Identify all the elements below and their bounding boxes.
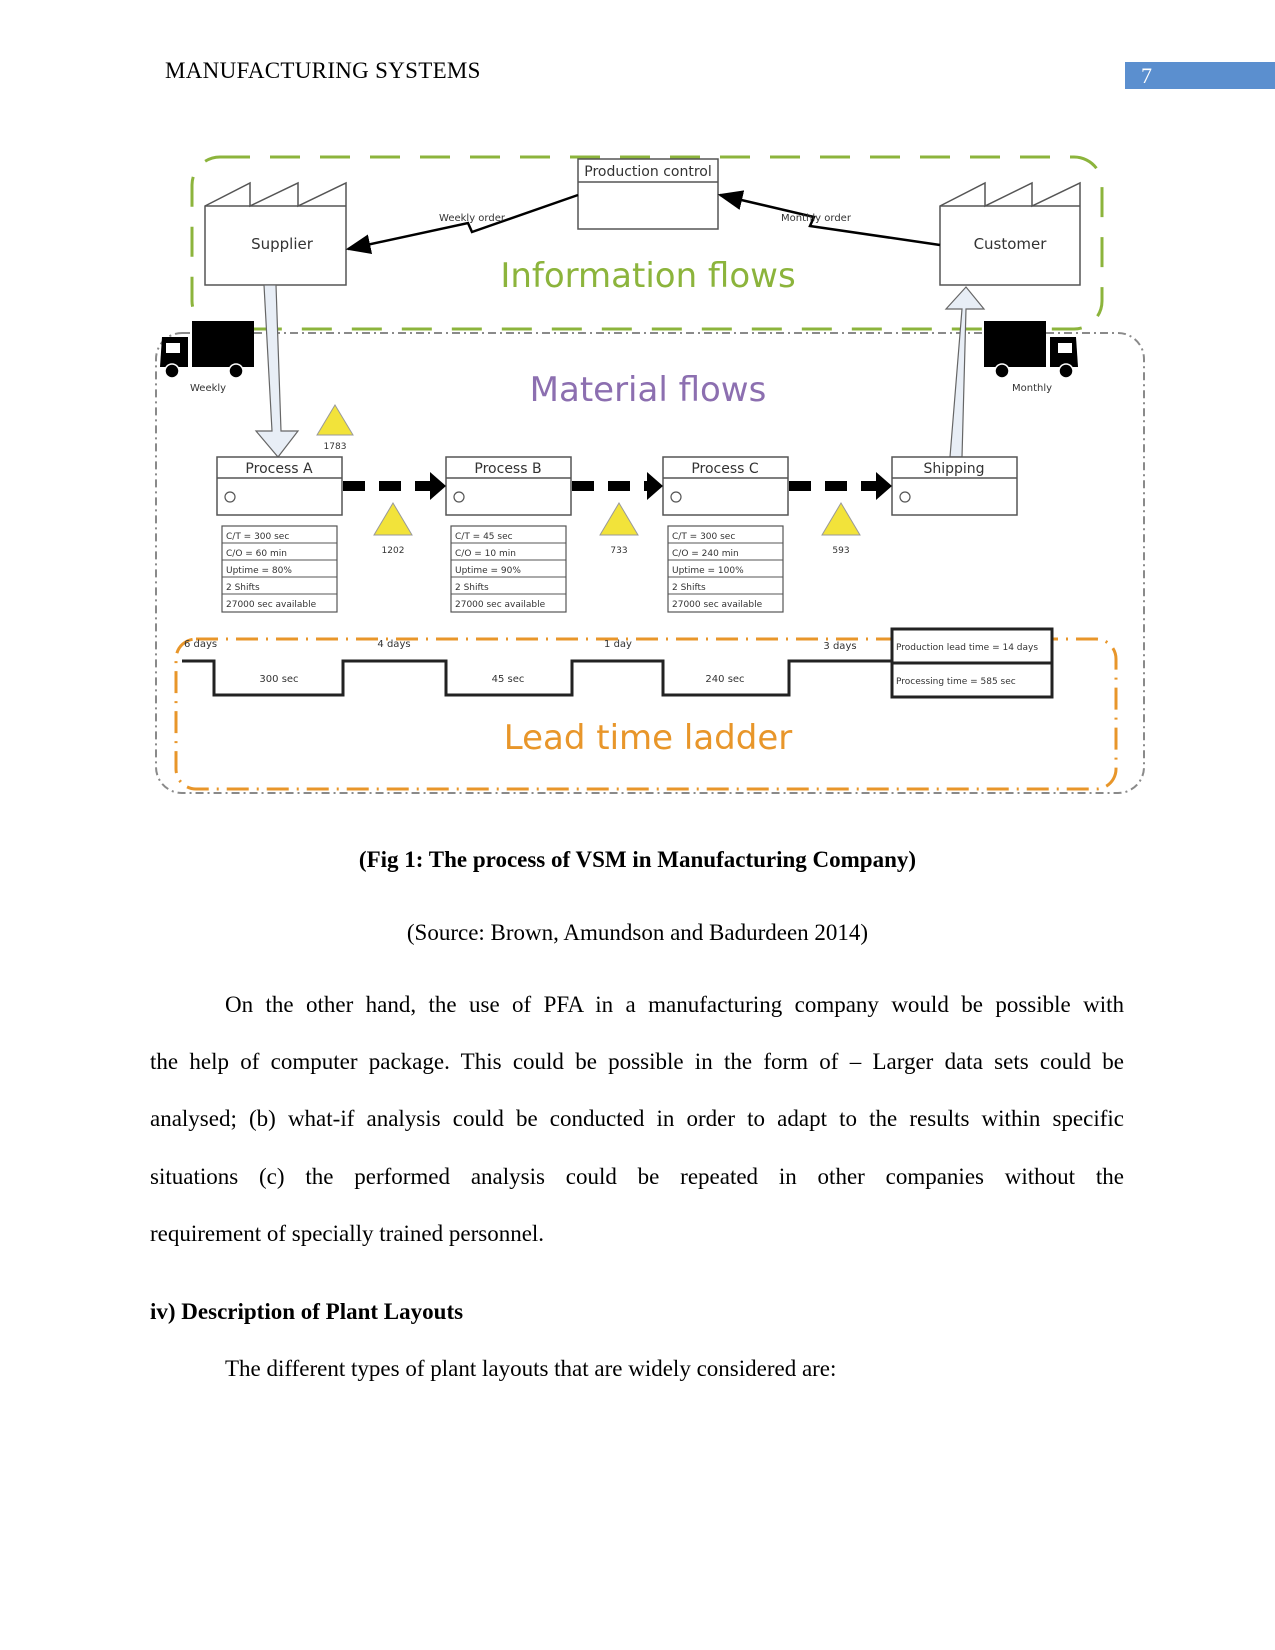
process-a-shifts: 2 Shifts — [226, 583, 260, 593]
inventory-count: 733 — [610, 546, 627, 556]
monthly-order-label: Monthly order — [781, 213, 852, 224]
weekly-order-label: Weekly order — [439, 213, 506, 224]
truck-right-icon — [984, 321, 1078, 379]
process-c-available: 27000 sec available — [672, 600, 763, 610]
inventory-triangle-icon — [316, 404, 354, 436]
process-b-available: 27000 sec available — [455, 600, 546, 610]
inventory-count: 1202 — [382, 546, 405, 556]
process-b-uptime: Uptime = 90% — [455, 566, 521, 576]
supplier-factory-icon — [204, 181, 347, 286]
shipping-to-customer-arrow — [944, 286, 986, 458]
push-arrow — [572, 472, 663, 500]
lead-time-ladder-line — [182, 659, 892, 697]
page-number: 7 — [1141, 63, 1152, 88]
paragraph-line: requirement of specially trained personn… — [150, 1221, 545, 1246]
process-b-box — [445, 456, 572, 516]
figure-source: (Source: Brown, Amundson and Badurdeen 2… — [406, 920, 869, 945]
process-a-data-box — [221, 525, 338, 613]
process-b-label: Process B — [474, 461, 541, 477]
ladder-wait-days: 3 days — [823, 641, 856, 652]
information-flows-title: Information flows — [500, 256, 795, 296]
truck-left-frequency: Weekly — [190, 383, 226, 394]
section-intro: The different types of plant layouts tha… — [225, 1356, 837, 1381]
customer-factory-icon — [939, 181, 1081, 286]
inventory-triangle-icon — [821, 502, 861, 536]
material-flows-boundary — [155, 332, 1145, 794]
ladder-wait-days: 1 day — [604, 639, 632, 650]
process-c-cycle-time: C/T = 300 sec — [672, 532, 735, 542]
ladder-process-time: 300 sec — [259, 674, 298, 685]
process-c-changeover: C/O = 240 min — [672, 549, 739, 559]
customer-label: Customer — [974, 235, 1048, 253]
process-a-available: 27000 sec available — [226, 600, 317, 610]
processing-time-total: Processing time = 585 sec — [896, 677, 1016, 687]
process-b-data-box — [450, 525, 567, 613]
production-control-label: Production control — [584, 164, 711, 180]
paragraph-line: the help of computer package. This could… — [150, 1049, 1124, 1074]
supplier-push-arrow — [254, 284, 300, 458]
vsm-diagram: Supplier Customer Production control Wee… — [155, 155, 1145, 794]
process-a-uptime: Uptime = 80% — [226, 566, 292, 576]
push-arrow — [789, 472, 892, 500]
figure-caption: (Fig 1: The process of VSM in Manufactur… — [358, 847, 917, 872]
process-b-shifts: 2 Shifts — [455, 583, 489, 593]
material-flows-title: Material flows — [530, 370, 767, 410]
paragraph-line: On the other hand, the use of PFA in a m… — [225, 992, 1124, 1017]
process-c-label: Process C — [691, 461, 759, 477]
weekly-order-arrow — [345, 193, 579, 255]
paragraph-line: situations (c) the performed analysis co… — [150, 1164, 1124, 1189]
process-c-uptime: Uptime = 100% — [672, 566, 744, 576]
ladder-process-time: 45 sec — [492, 674, 525, 685]
section-heading: iv) Description of Plant Layouts — [150, 1299, 464, 1324]
process-c-box — [662, 456, 789, 516]
process-b-changeover: C/O = 10 min — [455, 549, 516, 559]
shipping-box — [891, 456, 1018, 516]
lead-time-ladder-title: Lead time ladder — [504, 718, 792, 758]
ladder-wait-days: 4 days — [377, 639, 410, 650]
truck-left-icon — [160, 321, 254, 379]
page-number-badge: 7 — [1125, 62, 1275, 89]
push-arrow — [343, 472, 446, 500]
information-flows-boundary — [190, 155, 1104, 331]
production-lead-time-total: Production lead time = 14 days — [896, 643, 1038, 653]
ladder-wait-days: 6 days — [184, 639, 217, 650]
process-a-box — [216, 456, 343, 516]
inventory-triangle-icon — [373, 502, 413, 536]
process-b-cycle-time: C/T = 45 sec — [455, 532, 513, 542]
ladder-process-time: 240 sec — [705, 674, 744, 685]
process-a-changeover: C/O = 60 min — [226, 549, 287, 559]
lead-time-totals-box — [890, 627, 1054, 699]
paragraph-line: analysed; (b) what-if analysis could be … — [150, 1106, 1124, 1131]
truck-right-frequency: Monthly — [1012, 383, 1052, 394]
running-header-title: MANUFACTURING SYSTEMS — [165, 58, 481, 83]
inventory-count: 593 — [832, 546, 849, 556]
process-c-data-box — [667, 525, 784, 613]
process-a-cycle-time: C/T = 300 sec — [226, 532, 289, 542]
lead-time-ladder-boundary — [174, 637, 1118, 791]
process-a-label: Process A — [245, 461, 313, 477]
monthly-order-arrow — [717, 190, 941, 247]
shipping-label: Shipping — [923, 461, 984, 477]
inventory-triangle-icon — [599, 502, 639, 536]
supplier-label: Supplier — [251, 235, 314, 253]
inventory-count: 1783 — [324, 442, 347, 452]
process-c-shifts: 2 Shifts — [672, 583, 706, 593]
